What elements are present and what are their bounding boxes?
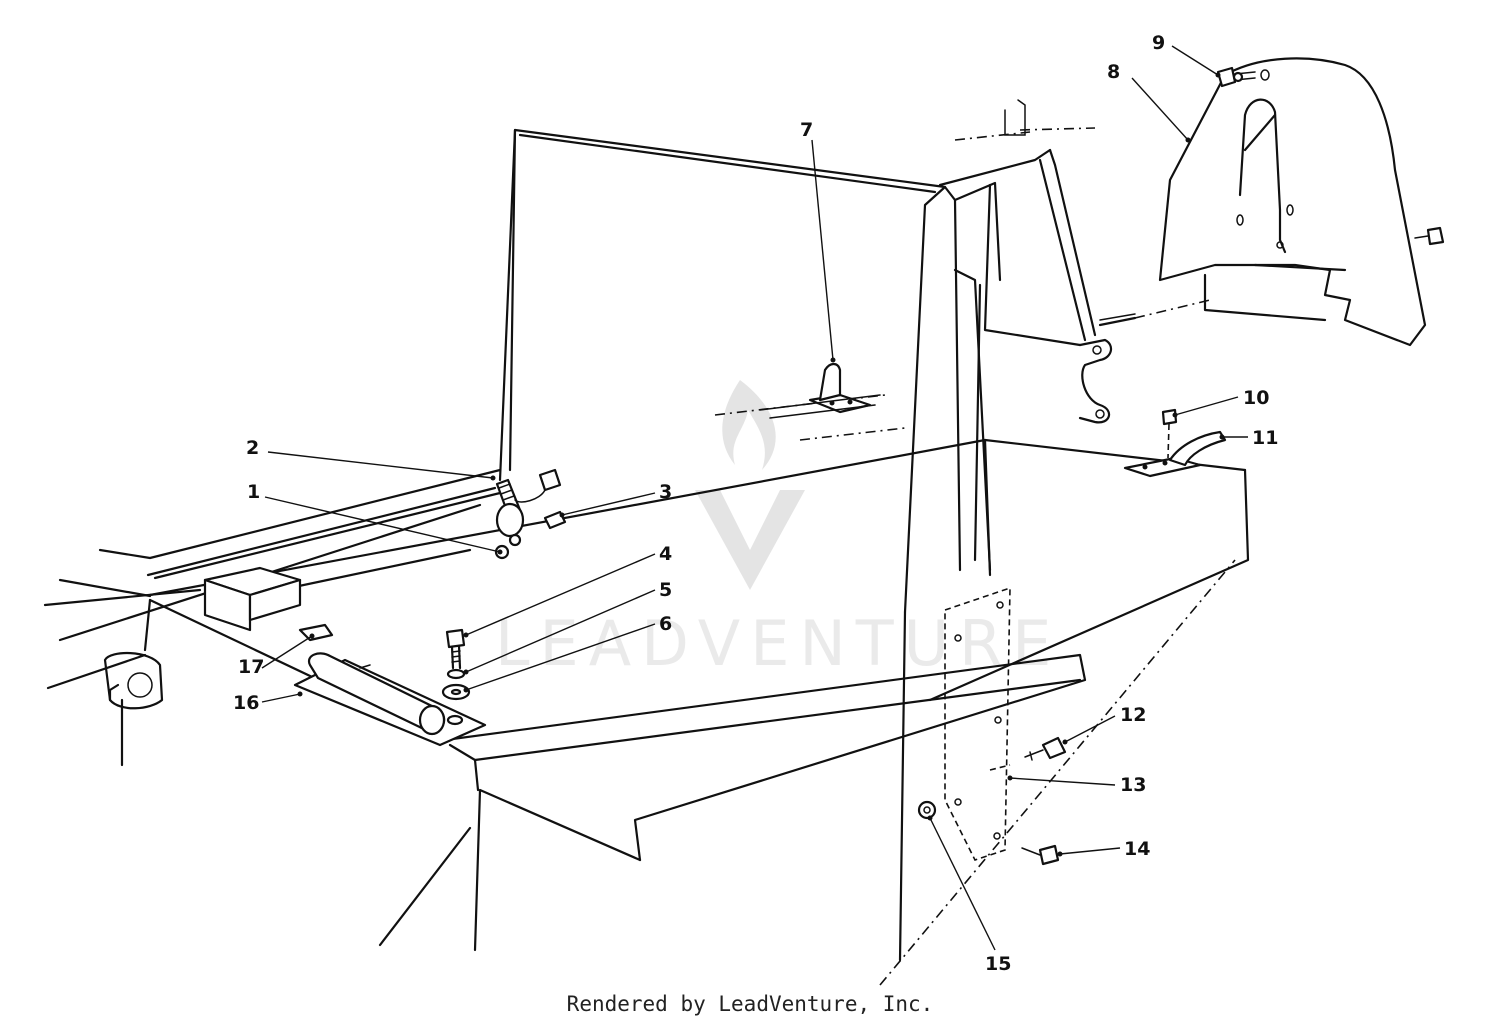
callout-12: 12	[1120, 704, 1146, 726]
box-bracket	[203, 566, 302, 632]
part-13-side-plate	[944, 586, 1011, 861]
part-8-cover	[1158, 57, 1427, 347]
part-10-11-tab	[1123, 408, 1227, 478]
callout-17: 17	[238, 656, 264, 678]
link-bracket	[1078, 313, 1136, 424]
callout-4: 4	[659, 543, 672, 565]
part-7-bracket	[714, 362, 886, 419]
callout-16: 16	[233, 692, 259, 714]
callout-8: 8	[1107, 61, 1120, 83]
cover-rod	[1098, 299, 1211, 327]
callout-6: 6	[659, 613, 672, 635]
part-12-bolt	[1024, 736, 1067, 761]
part-1-2-3-switch	[494, 468, 567, 560]
assembly-line	[879, 559, 1236, 986]
part-16-hinge-plate	[293, 652, 487, 747]
assembly-line-deck	[799, 427, 906, 441]
part-14-bolt	[1021, 844, 1060, 866]
callout-13: 13	[1120, 774, 1146, 796]
callout-14: 14	[1124, 838, 1150, 860]
callout-labels: 1 2 3 4 5 6 7 8 9 10 11 12 13 14 15 16 1…	[233, 32, 1278, 975]
callout-10: 10	[1243, 387, 1269, 409]
footer-credit: Rendered by LeadVenture, Inc.	[566, 992, 934, 1016]
callout-1: 1	[247, 481, 260, 503]
frame-post	[938, 99, 1097, 572]
callout-7: 7	[800, 119, 813, 141]
cover-screw	[1414, 226, 1445, 246]
callout-11: 11	[1252, 427, 1278, 449]
callout-9: 9	[1152, 32, 1165, 54]
part-17-clip	[298, 623, 334, 642]
watermark-logo: LEADVENTURE	[495, 380, 1051, 680]
hinge-bracket	[103, 651, 164, 710]
callout-3: 3	[659, 481, 672, 503]
callout-15: 15	[985, 953, 1011, 975]
part-4-5-6-bolt-washer	[441, 628, 471, 726]
callout-2: 2	[246, 437, 259, 459]
part-9-bolt	[1216, 66, 1256, 88]
leaders	[261, 45, 1248, 951]
part-15-nut	[917, 800, 937, 820]
callout-5: 5	[659, 579, 672, 601]
